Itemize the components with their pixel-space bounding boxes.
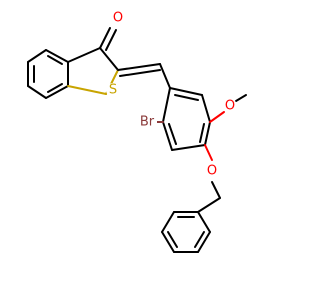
bond xyxy=(209,111,225,123)
bond xyxy=(47,83,63,93)
bond xyxy=(45,85,69,99)
carbonyl-oxygen-label: O xyxy=(113,11,123,26)
bond xyxy=(45,49,69,63)
label-background xyxy=(205,164,219,178)
bond xyxy=(119,69,161,77)
bond xyxy=(201,94,211,123)
bond xyxy=(194,231,205,248)
bond xyxy=(67,47,101,63)
bond xyxy=(167,231,178,248)
structure-canvas: O S Br O O xyxy=(27,10,247,253)
bond xyxy=(161,211,175,233)
bond xyxy=(162,87,171,123)
bond xyxy=(159,63,171,89)
bond xyxy=(235,94,247,102)
bond xyxy=(197,197,221,213)
methoxy-group xyxy=(209,94,247,123)
bond xyxy=(204,144,213,161)
bromine-label: Br xyxy=(140,115,155,130)
bond xyxy=(99,47,119,71)
bond xyxy=(171,144,206,151)
bond xyxy=(99,27,111,49)
label-background xyxy=(111,11,125,25)
label-background xyxy=(223,99,237,113)
fused-benzene-ring xyxy=(27,49,69,99)
bond xyxy=(162,121,173,151)
bond xyxy=(204,121,211,146)
bond xyxy=(27,85,47,99)
bond xyxy=(67,85,107,95)
bond xyxy=(161,231,175,253)
bond xyxy=(47,55,63,65)
bond xyxy=(174,94,199,101)
molecule-structure: O S Br O O xyxy=(27,11,247,253)
methoxy-oxygen-label: O xyxy=(225,99,235,114)
bond xyxy=(105,29,117,51)
phenyl-ring xyxy=(161,211,211,253)
methylidene-bridge xyxy=(117,63,171,89)
bond xyxy=(211,181,221,199)
bond xyxy=(168,123,177,145)
label-background xyxy=(137,114,157,130)
bond xyxy=(27,49,47,63)
bond xyxy=(197,231,211,253)
bond xyxy=(117,63,161,71)
carbonyl-group xyxy=(99,27,117,51)
bond xyxy=(169,87,203,96)
label-background xyxy=(106,83,120,97)
substituted-benzene-ring xyxy=(162,87,211,151)
atom-labels: O S Br O O xyxy=(106,11,237,179)
sulfur-label: S xyxy=(109,83,117,98)
bond xyxy=(197,211,211,233)
bond xyxy=(199,123,205,143)
benzyloxy-group xyxy=(197,144,221,213)
benzyloxy-oxygen-label: O xyxy=(207,164,217,179)
